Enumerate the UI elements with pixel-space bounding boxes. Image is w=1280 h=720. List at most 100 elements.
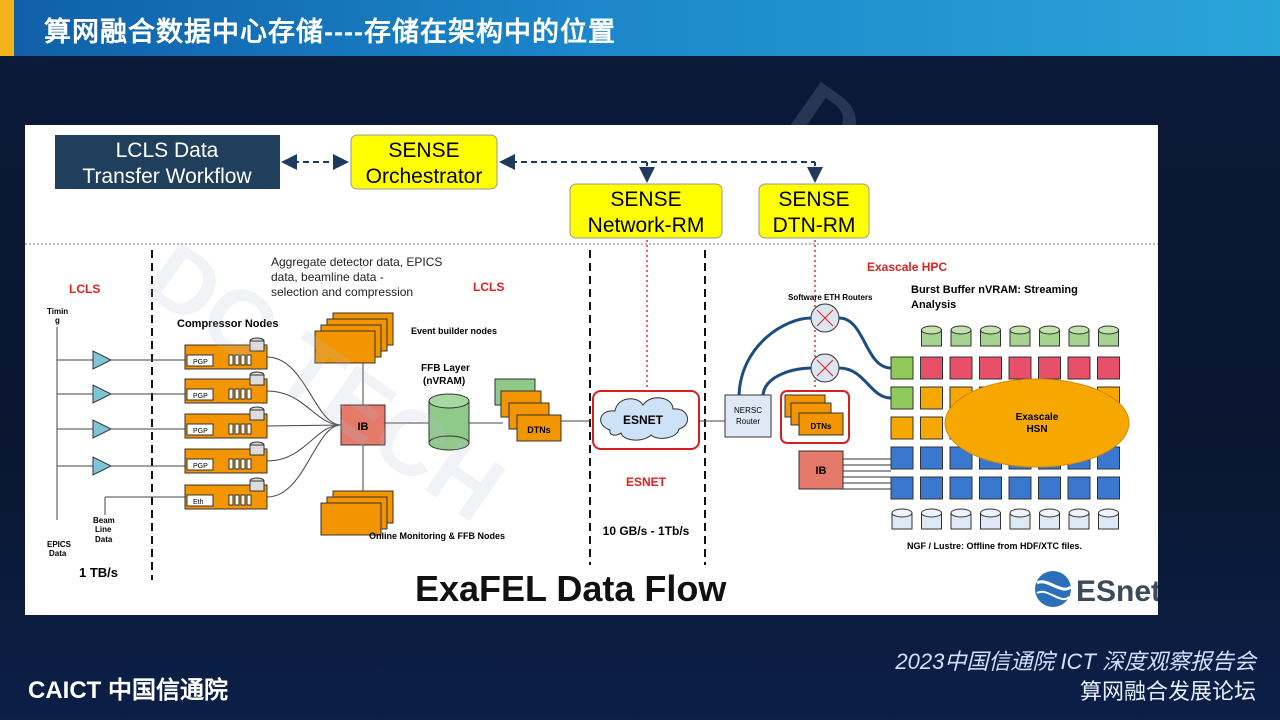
online-monitoring-stack xyxy=(320,490,394,536)
pgp-label: PGP xyxy=(193,393,208,400)
storage-cylinder xyxy=(1098,508,1119,530)
network-rm-line2: Network-RM xyxy=(588,214,705,237)
hsn-label-1: Exascale xyxy=(1016,412,1059,423)
compute-node xyxy=(1008,356,1032,380)
flow-title: ExaFEL Data Flow xyxy=(415,568,727,609)
compute-node xyxy=(1067,476,1091,500)
burst-buffer-cylinder xyxy=(950,325,972,347)
esnet-cloud-label: ESNET xyxy=(623,413,664,427)
online-monitoring-label: Online Monitoring & FFB Nodes xyxy=(369,531,505,541)
beamline-label-3: Data xyxy=(95,535,113,544)
compute-node xyxy=(949,476,973,500)
burst-buffer-cylinder xyxy=(1039,325,1060,347)
ffb-layer-label-2: (nVRAM) xyxy=(423,376,465,387)
epics-label-2: Data xyxy=(49,549,67,558)
burst-buffer-label-2: Analysis xyxy=(911,299,956,311)
compressor-node: Eth xyxy=(184,477,268,510)
compressor-node: PGP xyxy=(184,337,268,370)
compute-node xyxy=(920,446,943,470)
ngf-label: NGF / Lustre: Offline from HDF/XTC files… xyxy=(907,541,1082,551)
software-routers-label: Software ETH Routers xyxy=(788,293,873,302)
compute-node xyxy=(1038,476,1061,500)
rate-left: 1 TB/s xyxy=(79,565,118,580)
ib-label-left: IB xyxy=(358,421,369,433)
burst-buffer-label-1: Burst Buffer nVRAM: Streaming xyxy=(911,284,1078,296)
aggregate-note-2: data, beamline data - xyxy=(271,270,384,284)
storage-cylinder xyxy=(1068,508,1090,530)
network-rm-line1: SENSE xyxy=(610,188,681,211)
diagram-panel: LCLS Data Transfer Workflow SENSE Orches… xyxy=(25,125,1158,615)
router-links xyxy=(737,316,892,400)
lcls-mid-label: LCLS xyxy=(473,280,504,294)
compute-node xyxy=(949,356,973,380)
amplifier-row xyxy=(57,350,185,476)
event-builder-stack xyxy=(314,312,394,364)
esnet-logo-text: ESnet xyxy=(1076,575,1158,608)
beamline-label-2: Line xyxy=(95,525,112,534)
compressor-node: PGP xyxy=(184,371,268,404)
aggregate-note-3: selection and compression xyxy=(271,285,413,299)
compute-node xyxy=(890,476,914,500)
compute-node xyxy=(890,356,914,380)
compute-node xyxy=(1038,356,1061,380)
aggregate-note-1: Aggregate detector data, EPICS xyxy=(271,255,442,269)
epics-label-1: EPICS xyxy=(47,540,72,549)
sense-network-rm-box xyxy=(569,183,723,239)
compute-node xyxy=(1097,356,1120,380)
compressor-node: PGP xyxy=(184,406,268,439)
event-builder-label: Event builder nodes xyxy=(411,326,497,336)
compute-node xyxy=(890,386,914,410)
burst-buffer-cylinder xyxy=(980,325,1001,347)
storage-cylinder xyxy=(980,508,1001,530)
compute-node xyxy=(1067,356,1091,380)
dtns-stack-right xyxy=(784,394,844,436)
burst-buffer-cylinder xyxy=(1009,325,1031,347)
hsn-label-2: HSN xyxy=(1026,424,1047,435)
burst-buffer-cylinder xyxy=(921,325,942,347)
slide-title: 算网融合数据中心存储----存储在架构中的位置 xyxy=(44,17,616,47)
nersc-router-box xyxy=(724,394,772,438)
compressor-node: PGP xyxy=(184,441,268,474)
dtns-label-right: DTNs xyxy=(811,422,832,431)
compute-node xyxy=(1097,476,1120,500)
workflow-box-line1: LCLS Data xyxy=(116,139,219,162)
sense-orchestrator-box xyxy=(350,134,498,190)
orchestrator-line1: SENSE xyxy=(388,139,459,162)
orchestrator-line2: Orchestrator xyxy=(366,165,483,188)
timing-label-2: g xyxy=(55,316,60,325)
sense-dtn-rm-box xyxy=(758,183,870,239)
compute-node xyxy=(979,476,1002,500)
esnet-cloud xyxy=(600,397,688,441)
compute-node xyxy=(979,356,1002,380)
pgp-label: PGP xyxy=(193,428,208,435)
nersc-router-label-2: Router xyxy=(736,417,760,426)
storage-cylinder xyxy=(1039,508,1060,530)
compressor-node-stack: PGP PGP PGP PGP Eth xyxy=(184,337,268,510)
report-title: 2023中国信通院 ICT 深度观察报告会 xyxy=(895,649,1256,674)
exafel-diagram: LCLS Data Transfer Workflow SENSE Orches… xyxy=(25,134,1158,609)
exascale-hsn-cloud xyxy=(944,378,1130,468)
compressor-nodes-label: Compressor Nodes xyxy=(177,318,278,330)
eth-label: Eth xyxy=(193,499,204,506)
dtns-label-left: DTNs xyxy=(527,425,551,435)
esnet-logo xyxy=(1035,571,1072,607)
pgp-label: PGP xyxy=(193,359,208,366)
compute-node xyxy=(1008,476,1032,500)
compute-node xyxy=(920,416,943,440)
rate-mid: 10 GB/s - 1Tb/s xyxy=(603,524,690,538)
ib-box-right xyxy=(798,450,844,490)
compute-node xyxy=(920,356,943,380)
compute-node xyxy=(920,386,943,410)
compute-node xyxy=(890,446,914,470)
beamline-label-1: Beam xyxy=(93,516,115,525)
title-bar: 算网融合数据中心存储----存储在架构中的位置 xyxy=(0,0,1280,56)
ffb-layer-label-1: FFB Layer xyxy=(421,363,470,374)
burst-buffer-cylinder xyxy=(1098,325,1119,347)
dtn-rm-line2: DTN-RM xyxy=(773,214,856,237)
timing-label-1: Timin xyxy=(47,307,68,316)
forum-title: 算网融合发展论坛 xyxy=(1079,679,1256,704)
ffb-cylinder xyxy=(428,393,470,451)
dtns-stack-left xyxy=(494,378,562,442)
esnet-label: ESNET xyxy=(626,475,667,489)
caict-logo: CAICT 中国信通院 xyxy=(28,677,228,704)
